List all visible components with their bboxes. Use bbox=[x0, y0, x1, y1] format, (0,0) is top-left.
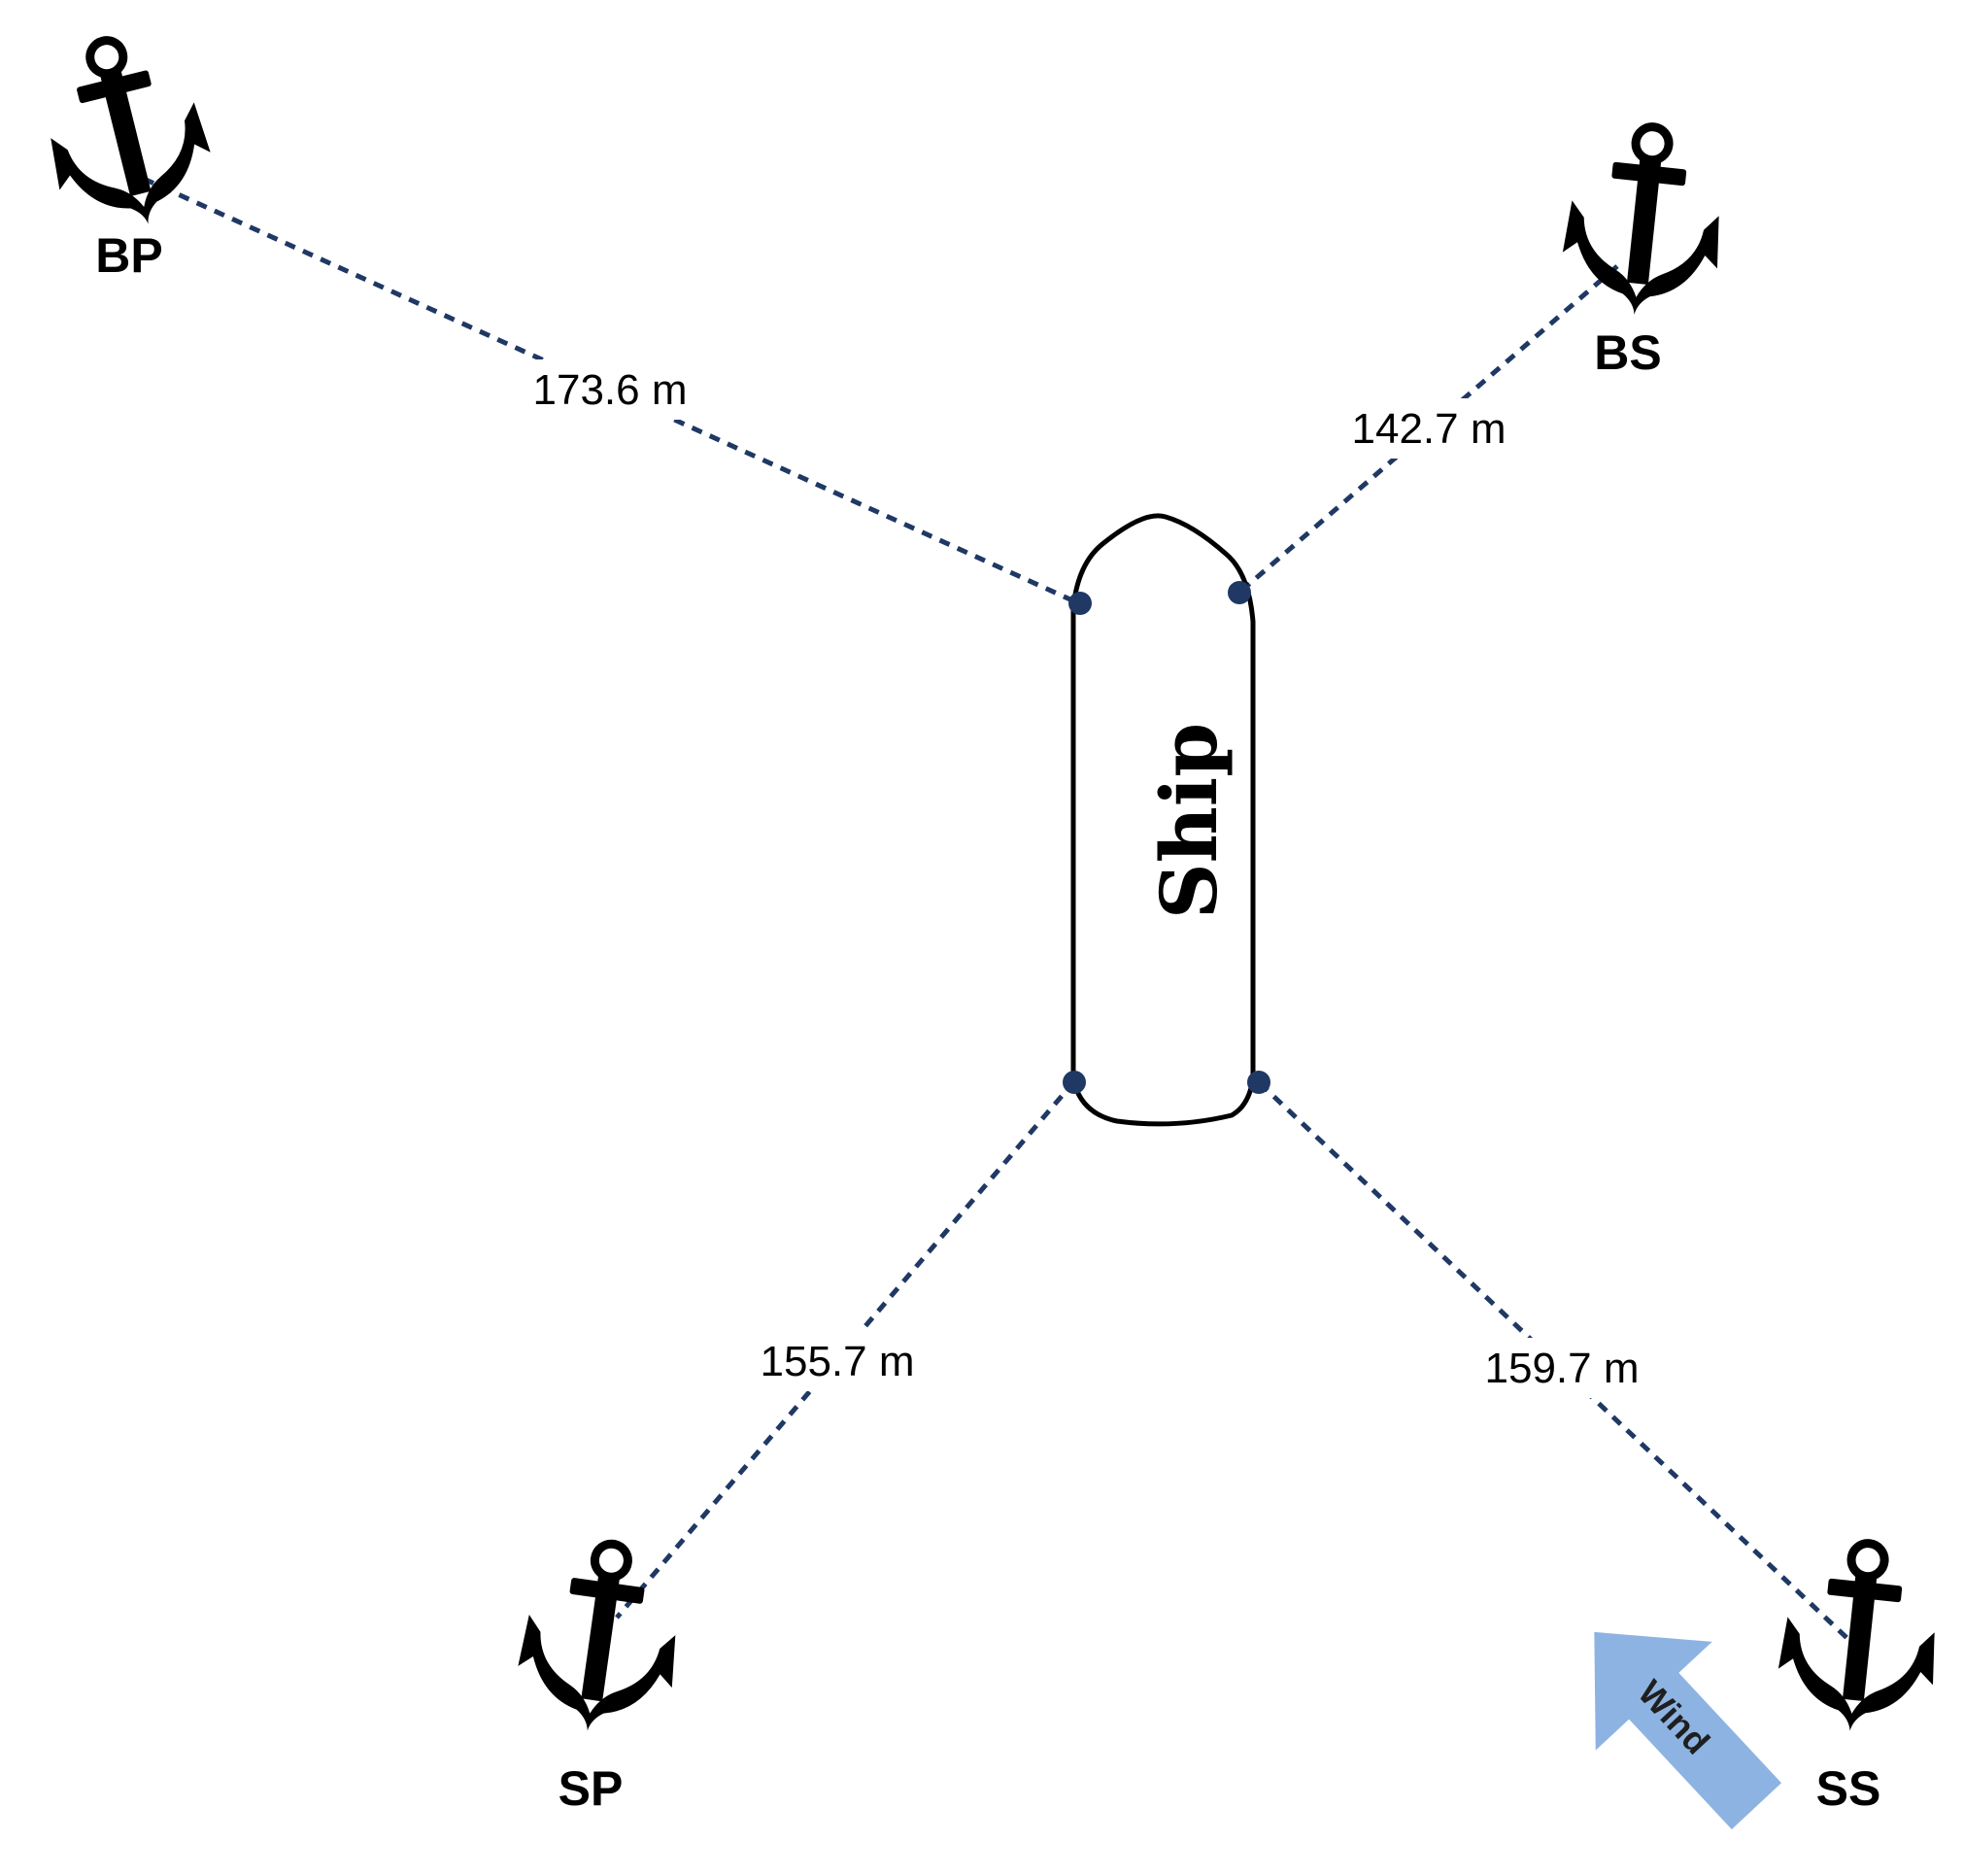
mooring-line-bs bbox=[1238, 264, 1619, 594]
distance-label-ss: 159.7 m bbox=[1485, 1345, 1640, 1392]
fairlead-bow-port bbox=[1068, 592, 1092, 615]
fairlead-stern-port bbox=[1063, 1071, 1086, 1094]
anchor-icon-bs bbox=[1557, 119, 1731, 323]
distance-label-bp: 173.6 m bbox=[533, 366, 688, 414]
anchor-icon-bp bbox=[27, 22, 223, 243]
distance-label-bs: 142.7 m bbox=[1352, 405, 1507, 453]
fairlead-stern-starboard bbox=[1247, 1071, 1270, 1094]
anchor-label-bp: BP bbox=[95, 228, 162, 283]
wind-arrow-icon: Wind bbox=[1594, 1631, 1782, 1829]
fairlead-bow-starboard bbox=[1228, 581, 1251, 604]
anchor-icon-ss bbox=[1773, 1535, 1947, 1739]
anchor-icon-sp bbox=[511, 1533, 691, 1741]
anchor-label-ss: SS bbox=[1816, 1761, 1881, 1816]
anchor-label-sp: SP bbox=[559, 1761, 624, 1816]
ship-label: Ship bbox=[1143, 723, 1235, 919]
distance-label-sp: 155.7 m bbox=[761, 1338, 915, 1385]
anchor-label-bs: BS bbox=[1594, 325, 1661, 380]
